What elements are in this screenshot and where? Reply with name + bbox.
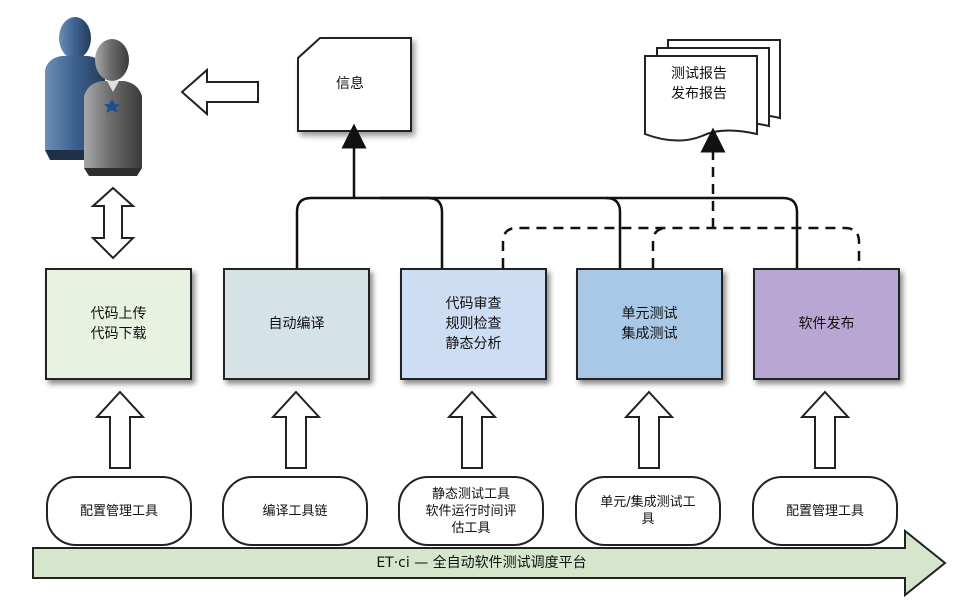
tool-compile-toolchain[interactable]: 编译工具链 <box>222 476 368 546</box>
stage-auto-compile[interactable]: 自动编译 <box>223 268 370 380</box>
tool-config-management-1[interactable]: 配置管理工具 <box>46 476 192 546</box>
stage-upload-download[interactable]: 代码上传 代码下载 <box>45 268 192 380</box>
report-documents <box>644 39 781 142</box>
tool-unit-integration-test[interactable]: 单元/集成测试工 具 <box>575 476 721 546</box>
stage-code-review[interactable]: 代码审查 规则检查 静态分析 <box>400 268 547 380</box>
tool-static-test[interactable]: 静态测试工具 软件运行时间评 估工具 <box>398 476 544 546</box>
info-label: 信息 <box>336 76 364 92</box>
info-connectors <box>295 123 799 268</box>
report-connectors <box>501 127 861 268</box>
report-label: 测试报告 发布报告 <box>671 66 727 102</box>
platform-label: ET·ci — 全自动软件测试调度平台 <box>376 555 587 571</box>
tool-up-arrows <box>94 390 851 469</box>
tool-config-management-2[interactable]: 配置管理工具 <box>752 476 898 546</box>
stage-unit-integration-test[interactable]: 单元测试 集成测试 <box>576 268 723 380</box>
upload-download-arrow <box>90 186 136 260</box>
notify-users-arrow <box>180 67 259 117</box>
stage-software-release[interactable]: 软件发布 <box>753 268 900 380</box>
platform-arrow <box>32 528 947 598</box>
users-icon <box>45 17 142 176</box>
